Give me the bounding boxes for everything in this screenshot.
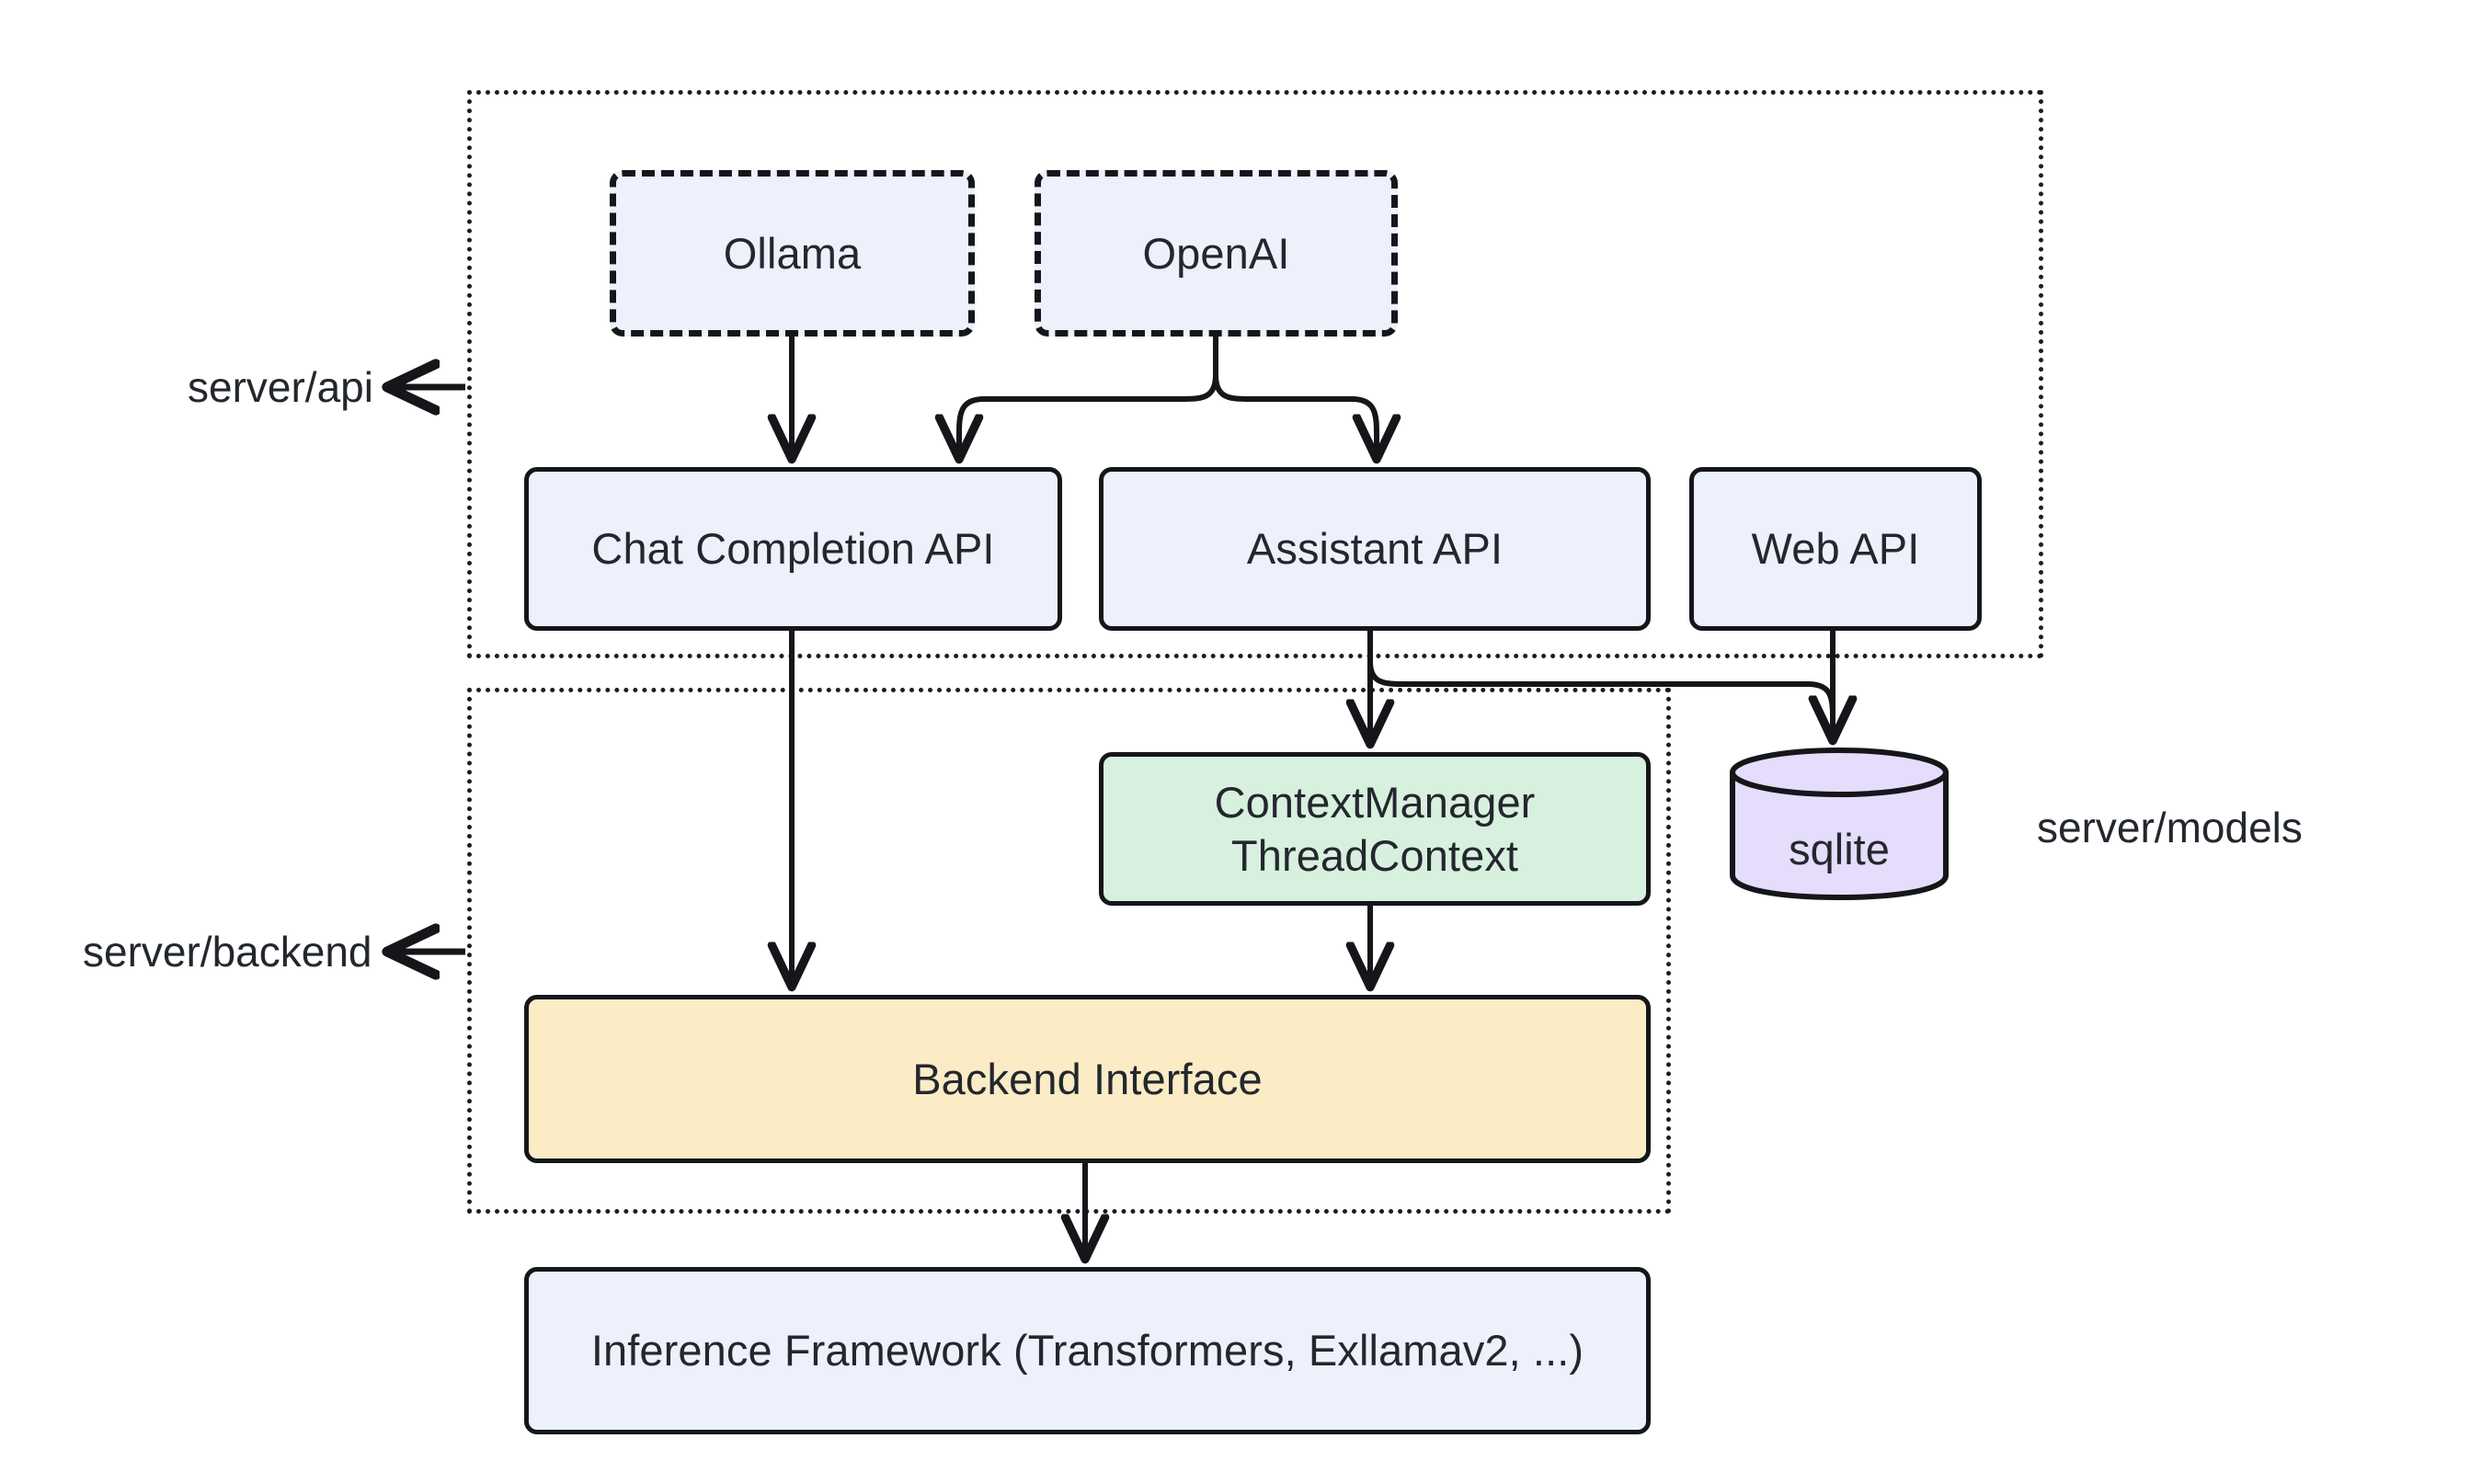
node-inference-framework[interactable]: Inference Framework (Transformers, Exlla… [524, 1267, 1651, 1434]
node-sqlite[interactable]: sqlite [1729, 747, 1950, 901]
node-backend-interface[interactable]: Backend Interface [524, 995, 1651, 1163]
group-server-api [467, 90, 2043, 658]
label-server-api: server/api [188, 363, 373, 411]
cylinder-shape [1730, 748, 1949, 900]
node-openai[interactable]: OpenAI [1035, 170, 1398, 337]
context-manager-line-1: ContextManager [1214, 778, 1536, 828]
node-context-manager[interactable]: ContextManager ThreadContext [1099, 752, 1651, 906]
sqlite-label: sqlite [1789, 825, 1890, 873]
node-web-api[interactable]: Web API [1689, 467, 1982, 631]
label-server-models: server/models [2037, 804, 2303, 851]
context-manager-line-2: ThreadContext [1230, 830, 1519, 880]
node-ollama[interactable]: Ollama [610, 170, 975, 337]
group-server-backend [467, 688, 1671, 1214]
label-server-backend: server/backend [83, 928, 372, 976]
node-assistant-api[interactable]: Assistant API [1099, 467, 1651, 631]
node-chat-completion-api[interactable]: Chat Completion API [524, 467, 1062, 631]
